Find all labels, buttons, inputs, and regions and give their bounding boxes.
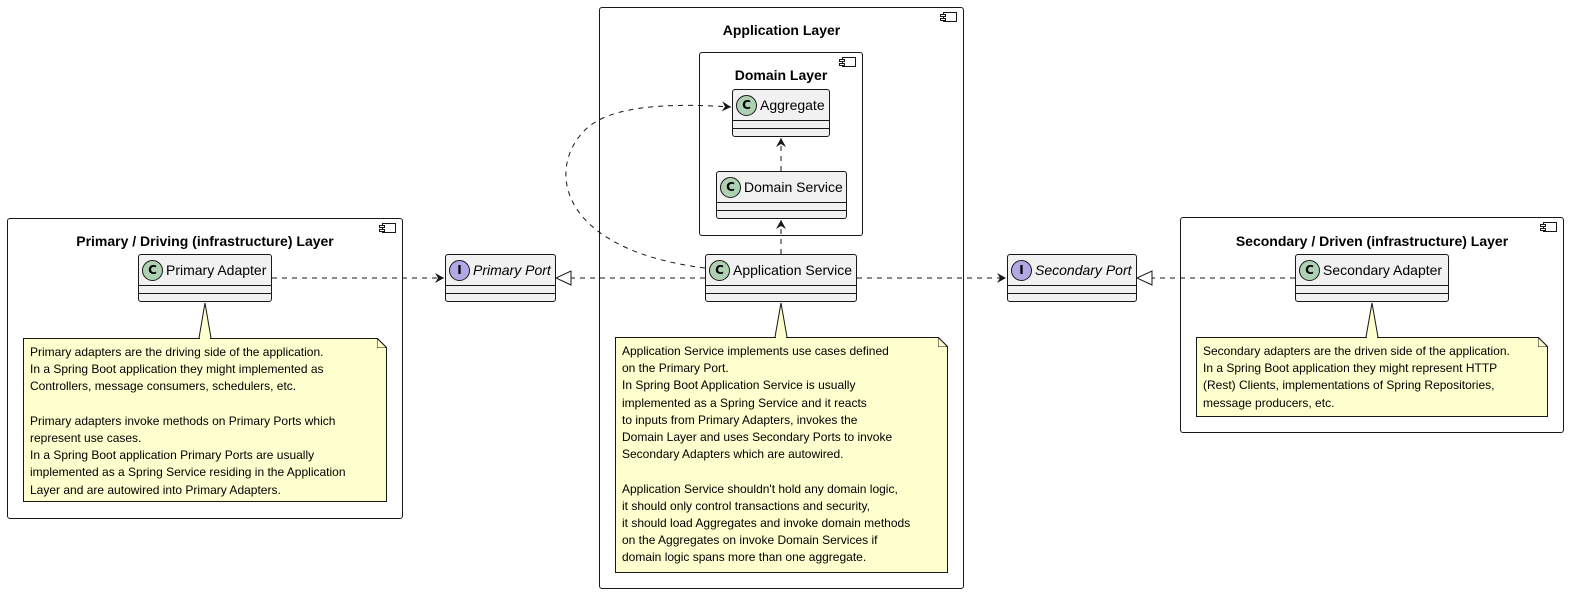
note-fold-icon bbox=[938, 337, 948, 347]
note-line: on the Primary Port. bbox=[622, 361, 729, 376]
note-line: implemented as a Spring Service residing… bbox=[30, 465, 346, 480]
note-line: Secondary Adapters which are autowired. bbox=[622, 447, 844, 462]
interface-stereotype-icon: I bbox=[1011, 259, 1032, 281]
note-line: represent use cases. bbox=[30, 430, 142, 445]
note-fold-icon bbox=[1538, 337, 1548, 347]
note-line: to inputs from Primary Adapters, invokes… bbox=[622, 412, 858, 427]
class-name: Aggregate bbox=[760, 97, 825, 113]
interface-name: Primary Port bbox=[473, 262, 551, 278]
component-icon bbox=[379, 223, 396, 233]
note-line: on the Aggregates on invoke Domain Servi… bbox=[622, 533, 878, 548]
note-line bbox=[30, 396, 380, 413]
secondary-adapter-note: Secondary adapters are the driven side o… bbox=[1196, 337, 1548, 417]
class-stereotype-icon: C bbox=[720, 176, 741, 198]
primary-layer-title: Primary / Driving (infrastructure) Layer bbox=[76, 233, 334, 249]
secondary-layer-title: Secondary / Driven (infrastructure) Laye… bbox=[1235, 233, 1509, 249]
note-line: Controllers, message consumers, schedule… bbox=[30, 379, 297, 394]
note-line: In a Spring Boot application they might … bbox=[30, 362, 324, 377]
class-name: Secondary Adapter bbox=[1323, 262, 1443, 278]
class-name: Domain Service bbox=[744, 179, 843, 195]
primary-layer-package: Primary / Driving (infrastructure) Layer bbox=[7, 218, 403, 519]
note-line: message producers, etc. bbox=[1203, 395, 1335, 410]
class-stereotype-icon: C bbox=[142, 259, 163, 281]
note-line: Secondary adapters are the driven side o… bbox=[1203, 344, 1510, 358]
interface-stereotype-icon: I bbox=[449, 259, 470, 281]
note-line: Application Service implements use cases… bbox=[622, 344, 889, 358]
note-line: implemented as a Spring Service and it r… bbox=[622, 395, 867, 410]
note-line: In Spring Boot Application Service is us… bbox=[622, 378, 856, 393]
note-line: domain logic spans more than one aggrega… bbox=[622, 550, 867, 565]
note-line: In a Spring Boot application Primary Por… bbox=[30, 448, 315, 463]
interface-name: Secondary Port bbox=[1035, 262, 1132, 278]
application-layer-package: Application Layer bbox=[599, 7, 964, 589]
note-line: In a Spring Boot application they might … bbox=[1203, 361, 1498, 376]
component-icon bbox=[1540, 222, 1557, 232]
note-line: it should only control transactions and … bbox=[622, 498, 870, 513]
class-stereotype-icon: C bbox=[1299, 259, 1320, 281]
note-line: Domain Layer and uses Secondary Ports to… bbox=[622, 429, 893, 444]
primary-adapter-note: Primary adapters are the driving side of… bbox=[23, 338, 387, 502]
class-name: Primary Adapter bbox=[166, 262, 267, 278]
note-fold-icon bbox=[377, 338, 387, 348]
class-stereotype-icon: C bbox=[736, 94, 757, 116]
note-line: it should load Aggregates and invoke dom… bbox=[622, 515, 911, 530]
class-stereotype-icon: C bbox=[709, 259, 730, 281]
note-line: Application Service shouldn't hold any d… bbox=[622, 481, 898, 496]
class-name: Application Service bbox=[733, 262, 853, 278]
component-icon bbox=[839, 57, 856, 67]
note-line: Primary adapters are the driving side of… bbox=[30, 345, 324, 359]
application-layer-title: Application Layer bbox=[722, 22, 841, 38]
note-line: Layer and are autowired into Primary Ada… bbox=[30, 482, 281, 497]
note-line bbox=[622, 463, 941, 480]
domain-layer-title: Domain Layer bbox=[734, 67, 828, 83]
note-line: (Rest) Clients, implementations of Sprin… bbox=[1203, 378, 1495, 393]
note-line: Primary adapters invoke methods on Prima… bbox=[30, 413, 336, 428]
application-service-note: Application Service implements use cases… bbox=[615, 337, 948, 573]
component-icon bbox=[940, 12, 957, 22]
secondary-layer-package: Secondary / Driven (infrastructure) Laye… bbox=[1180, 217, 1564, 433]
